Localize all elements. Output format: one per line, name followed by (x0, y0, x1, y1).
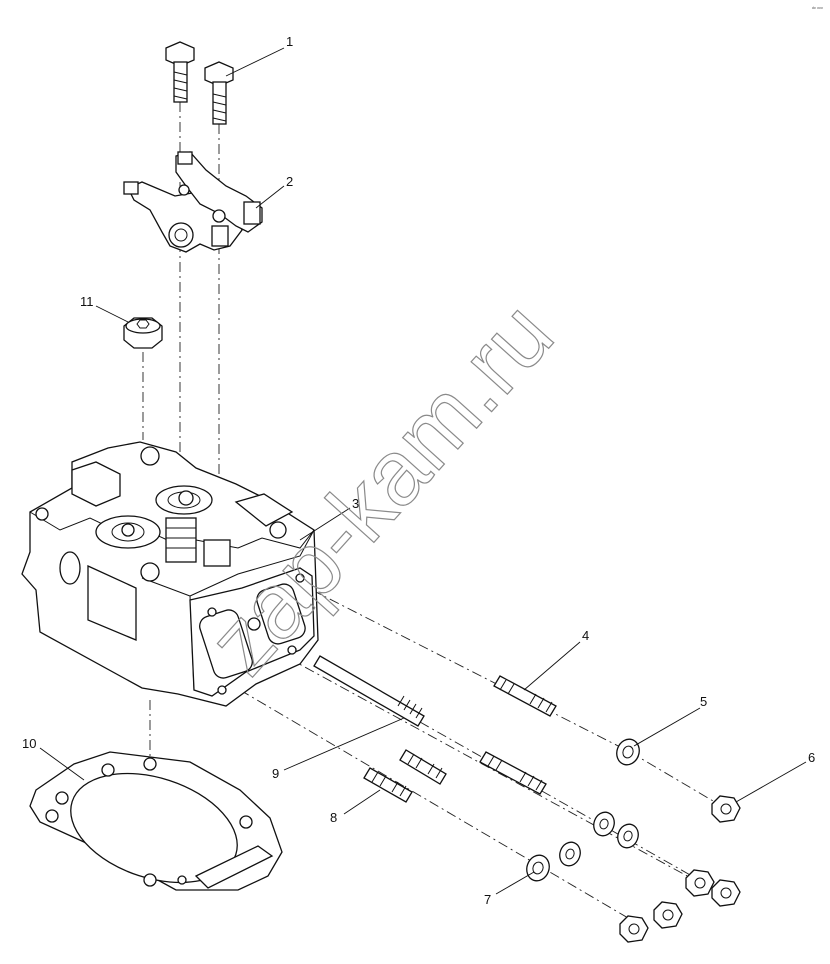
long-stud-part-9 (313, 655, 425, 727)
watermark-text: zap-kam.ru (189, 283, 573, 693)
callout-4: 4 (582, 628, 589, 643)
callout-8: 8 (330, 810, 337, 825)
short-stud-part-8 (363, 749, 447, 803)
leader-lines (39, 47, 807, 895)
callout-11: 11 (80, 294, 94, 309)
stud-part-4 (479, 675, 557, 795)
callout-labels: 1 2 3 4 5 6 7 8 9 10 11 (22, 34, 815, 907)
callout-5: 5 (700, 694, 707, 709)
head-gasket-part-10 (29, 751, 283, 891)
callout-1: 1 (286, 34, 293, 49)
bolt-part-1 (165, 41, 234, 125)
callout-6: 6 (808, 750, 815, 765)
washer-part-7 (526, 841, 581, 882)
callout-7: 7 (484, 892, 491, 907)
corner-mark: ᵈᵒ ᵒᵒᵒ (812, 6, 823, 12)
callout-2: 2 (286, 174, 293, 189)
callout-10: 10 (22, 736, 36, 751)
callout-3: 3 (352, 496, 359, 511)
cylinder-head-part-3 (21, 441, 319, 707)
plug-part-11 (123, 317, 163, 349)
callout-9: 9 (272, 766, 279, 781)
washer-part-5 (593, 738, 640, 849)
rocker-arm-assembly-part-2 (123, 151, 263, 253)
nut-part-6 (619, 795, 741, 943)
